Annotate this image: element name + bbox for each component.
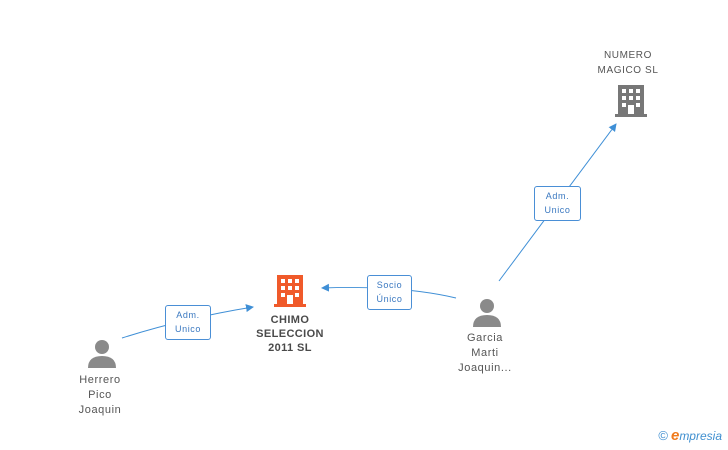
copyright-symbol: © [658, 428, 668, 443]
empresia-logo: empresia [670, 427, 722, 444]
person-label-herrero[interactable]: Herrero Pico Joaquin [78, 374, 122, 416]
person-label-garcia[interactable]: Garcia Marti Joaquin... [458, 332, 512, 374]
building-icon[interactable] [615, 84, 647, 118]
person-icon[interactable] [472, 297, 502, 327]
person-icon[interactable] [87, 338, 117, 368]
building-icon[interactable] [274, 274, 306, 308]
role-badge-socio-unico-garcia[interactable]: Socio Único [367, 275, 412, 310]
role-badge-adm-unico-herrero[interactable]: Adm. Unico [165, 305, 211, 340]
empresia-brand[interactable]: © empresia [658, 427, 722, 444]
company-label-chimo-seleccion[interactable]: CHIMO SELECCION 2011 SL [256, 314, 324, 354]
company-label-numero-magico[interactable]: NUMERO MAGICO SL [597, 50, 659, 76]
role-badge-adm-unico-garcia[interactable]: Adm. Unico [534, 186, 581, 221]
